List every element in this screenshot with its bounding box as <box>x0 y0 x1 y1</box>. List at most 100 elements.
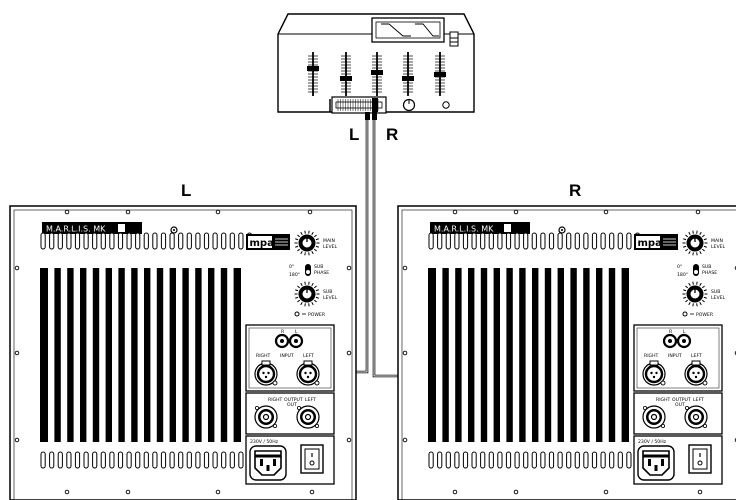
xlr-left-input[interactable] <box>296 360 320 386</box>
phase-180-label: 180° <box>289 272 300 278</box>
out-left-label: LEFT <box>693 397 704 403</box>
main-level-label: MAIN <box>323 238 335 244</box>
main-level-knob[interactable] <box>294 230 320 256</box>
rca-right-label: R <box>281 329 285 335</box>
screw-icon <box>346 350 352 356</box>
speakon-left-output[interactable] <box>296 405 320 429</box>
screw-icon <box>695 209 701 215</box>
rca-left-jack[interactable] <box>676 333 692 349</box>
vent-row-bottom <box>40 451 253 469</box>
mixer: L R <box>277 13 475 144</box>
model-plate: M.A.R.L.I.S. MK <box>42 222 142 234</box>
power-switch[interactable] <box>300 444 324 474</box>
speakon-left-output[interactable] <box>684 405 708 429</box>
brand-logo: mpa <box>634 234 678 250</box>
power-led-icon <box>294 311 300 317</box>
phase-0-label: 0° <box>289 264 294 270</box>
main-level-knob[interactable] <box>682 230 708 256</box>
sub-phase-label: SUB <box>314 264 323 270</box>
xlr-left-label: LEFT <box>691 353 702 359</box>
sub-level-knob[interactable] <box>294 281 320 307</box>
rca-left-jack[interactable] <box>288 333 304 349</box>
model-label: M.A.R.L.I.S. MK <box>46 225 106 234</box>
mixer-jack-icon <box>442 101 450 109</box>
rca-right-label: R <box>669 329 673 335</box>
model-label: M.A.R.L.I.S. MK <box>434 225 494 234</box>
screw-icon <box>14 265 20 271</box>
screw-icon <box>64 489 70 495</box>
fader-channel <box>434 52 446 96</box>
out-right-label: RIGHT <box>656 397 671 403</box>
sub-level-label: SUB <box>711 289 720 295</box>
mixer-channel-right-label: R <box>386 125 398 144</box>
screw-icon <box>14 437 20 443</box>
power-label: POWER <box>308 312 326 318</box>
screw-icon <box>215 489 221 495</box>
sub-phase-label: PHASE <box>314 270 329 276</box>
screw-icon <box>603 209 609 215</box>
sub-level-label: LEVEL <box>323 295 338 301</box>
rca-right-jack[interactable] <box>274 333 290 349</box>
xlr-right-input[interactable] <box>642 360 666 386</box>
mains-panel: 230V / 50Hz <box>245 435 335 485</box>
speaker-side-label: R <box>569 181 581 200</box>
screw-icon <box>307 209 313 215</box>
screw-icon <box>125 209 131 215</box>
screw-icon <box>14 350 20 356</box>
phase-180-label: 180° <box>677 272 688 278</box>
input-label: INPUT <box>280 353 294 359</box>
screw-icon <box>402 350 408 356</box>
fader-channel <box>371 52 383 96</box>
mixer-out-right-jack <box>372 112 377 120</box>
output-sub-label: OUT <box>675 402 685 408</box>
power-label: POWER <box>696 312 714 318</box>
fader-channel <box>307 52 319 96</box>
screw-icon <box>402 437 408 443</box>
speakon-right-output[interactable] <box>254 405 278 429</box>
power-switch[interactable] <box>688 444 712 474</box>
output-label: OUTPUT <box>284 397 303 403</box>
mixer-knob-icon <box>402 98 416 112</box>
mains-panel: 230V / 50Hz <box>633 435 723 485</box>
screw-icon <box>452 209 458 215</box>
input-panel: R L RIGHT INPUT LEFT <box>245 324 335 392</box>
brand-name: mpa <box>250 238 274 249</box>
power-inlet[interactable] <box>249 445 287 481</box>
xlr-left-input[interactable] <box>684 360 708 386</box>
input-label: INPUT <box>668 353 682 359</box>
main-level-label: LEVEL <box>323 244 338 250</box>
xlr-right-label: RIGHT <box>256 353 271 359</box>
rca-right-jack[interactable] <box>662 333 678 349</box>
screw-icon <box>309 489 315 495</box>
screw-icon <box>346 437 352 443</box>
brand-name: mpa <box>638 238 662 249</box>
rca-left-label: L <box>683 329 686 335</box>
screw-icon <box>513 209 519 215</box>
power-inlet[interactable] <box>637 445 675 481</box>
brand-logo: mpa <box>246 234 290 250</box>
xlr-left-label: LEFT <box>303 353 314 359</box>
xlr-right-input[interactable] <box>254 360 278 386</box>
sub-level-label: LEVEL <box>711 295 726 301</box>
screw-icon <box>402 265 408 271</box>
screw-icon <box>452 489 458 495</box>
screw-icon <box>603 489 609 495</box>
sub-level-knob[interactable] <box>682 281 708 307</box>
screw-icon <box>697 489 703 495</box>
heatsink <box>428 268 629 442</box>
power-led-icon <box>682 311 688 317</box>
mixer-channel-left-label: L <box>349 125 359 144</box>
screw-icon <box>215 209 221 215</box>
out-left-label: LEFT <box>305 397 316 403</box>
heatsink <box>40 268 241 442</box>
model-plate: M.A.R.L.I.S. MK <box>430 222 530 234</box>
rca-left-label: L <box>295 329 298 335</box>
speakon-right-output[interactable] <box>642 405 666 429</box>
mains-voltage-label: 230V / 50Hz <box>250 439 279 445</box>
mains-voltage-label: 230V / 50Hz <box>638 439 667 445</box>
screw-icon <box>346 265 352 271</box>
